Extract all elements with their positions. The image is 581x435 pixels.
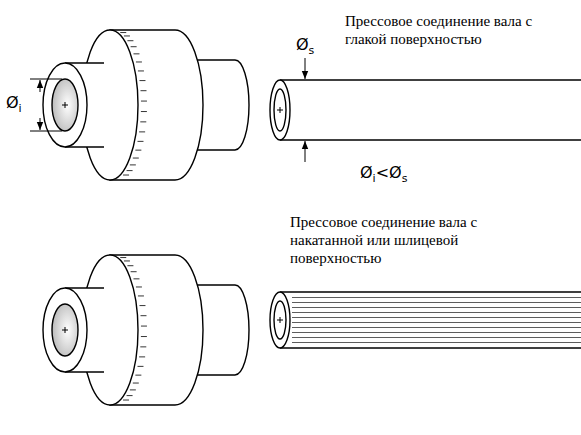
gear-tooth — [139, 131, 145, 132]
knurled-shaft — [270, 292, 581, 348]
gear-tooth — [141, 111, 147, 112]
smooth-shaft — [270, 80, 581, 140]
gear-tooth — [138, 70, 144, 71]
gear-hub — [43, 30, 249, 180]
gear-tooth — [137, 141, 143, 142]
bore-diameter: Øi — [6, 94, 22, 118]
gear-tooth — [127, 170, 133, 171]
caption-text: Прессовое соединение вала с глакой повер… — [345, 12, 577, 48]
fit-condition: Øi<Øs — [360, 164, 407, 188]
shaft-diameter: Øs — [296, 36, 314, 60]
gear-tooth — [135, 150, 141, 151]
gear-tooth — [140, 121, 146, 122]
gear-tooth — [123, 175, 129, 176]
gear-tooth — [136, 61, 142, 62]
shaft-dimension — [305, 58, 306, 162]
gear-tooth — [141, 101, 147, 102]
bore-dimension — [30, 79, 62, 131]
gear-tooth — [133, 158, 139, 159]
gear-tooth — [120, 32, 126, 33]
gear-tooth — [140, 90, 146, 91]
gear-tooth — [139, 80, 145, 81]
caption-text: Прессовое соединение вала с накатанной и… — [290, 213, 500, 267]
gear-tooth — [130, 164, 136, 165]
gear-tooth — [131, 46, 137, 47]
gear-tooth — [124, 35, 130, 36]
gear-tooth — [127, 40, 133, 41]
gear-tooth — [133, 53, 139, 54]
